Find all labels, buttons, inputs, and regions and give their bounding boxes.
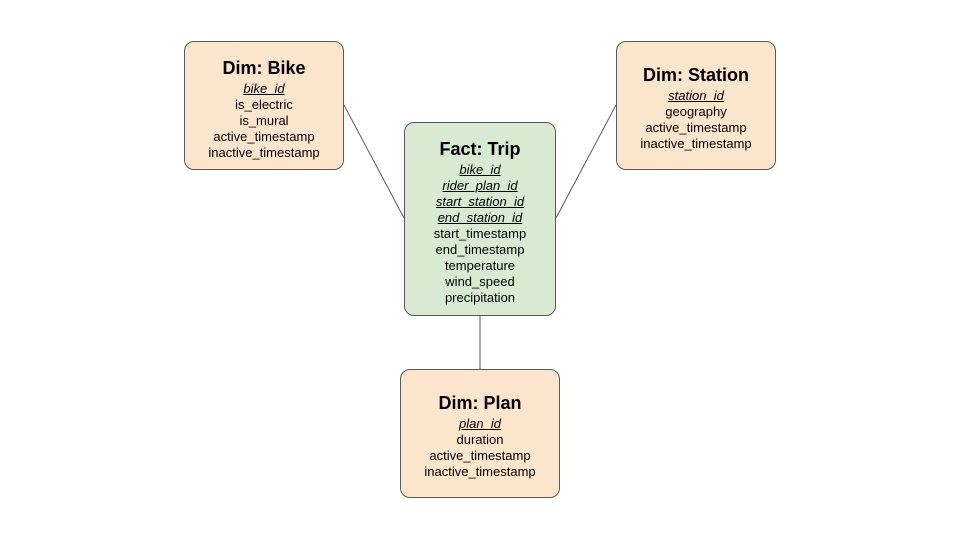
attribute-field: geography <box>665 104 727 119</box>
attribute-field: precipitation <box>444 290 516 305</box>
dim-station-title: Dim: Station <box>643 65 749 85</box>
attribute-field: inactive_timestamp <box>208 145 320 160</box>
attribute-field: temperature <box>444 258 516 273</box>
attribute-field: inactive_timestamp <box>424 464 536 479</box>
key-field: plan_id <box>459 416 501 431</box>
attribute-field: active_timestamp <box>645 120 747 135</box>
attribute-field: inactive_timestamp <box>640 136 752 151</box>
attribute-field: start_timestamp <box>433 226 527 241</box>
attribute-field: end_timestamp <box>435 242 525 257</box>
attribute-field: active_timestamp <box>213 129 315 144</box>
fact-trip-title: Fact: Trip <box>439 139 521 159</box>
attribute-field: duration <box>456 432 504 447</box>
attribute-field: wind_speed <box>445 274 515 289</box>
connector-bike-trip <box>343 104 405 219</box>
key-field: rider_plan_id <box>442 178 518 193</box>
key-field: bike_id <box>243 81 285 96</box>
key-field: station_id <box>668 88 724 103</box>
key-field: start_station_id <box>435 194 525 209</box>
attribute-field: is_mural <box>239 113 289 128</box>
dim-plan-title: Dim: Plan <box>438 393 522 413</box>
attribute-field: active_timestamp <box>429 448 531 463</box>
key-field: end_station_id <box>437 210 523 225</box>
dim-bike-title: Dim: Bike <box>222 58 306 78</box>
connector-station-trip <box>555 104 617 219</box>
attribute-field: is_electric <box>235 97 293 112</box>
key-field: bike_id <box>459 162 501 177</box>
